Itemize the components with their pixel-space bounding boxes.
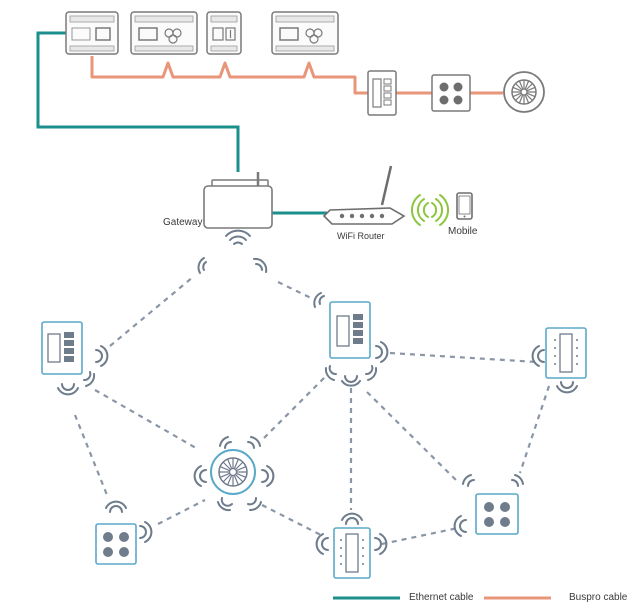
legend-buspro-label: Buspro cable	[569, 592, 628, 603]
mesh-link	[73, 414, 109, 496]
mesh-link	[277, 281, 314, 300]
wireless-signal-icon	[531, 345, 540, 367]
mesh-link	[381, 526, 459, 546]
wireless-signal-icon	[313, 292, 322, 308]
wireless-signal-icon	[139, 525, 147, 539]
wireless-signal-icon	[537, 349, 545, 363]
mesh-link	[366, 391, 460, 484]
wireless-signal-icon	[225, 229, 251, 237]
wireless-signal-icon	[220, 497, 233, 507]
wireless-signal-icon	[105, 500, 127, 509]
wireless-signal-icon	[467, 479, 475, 487]
wireless-signal-icon	[219, 436, 229, 447]
wireless-signal-icon	[61, 383, 75, 391]
wireless-signal-icon	[202, 261, 207, 271]
mesh-links	[73, 276, 551, 546]
wireless-signal-icon	[560, 381, 574, 389]
round-sensor-icon	[503, 71, 545, 113]
wireless-signal-icon	[367, 367, 378, 381]
wireless-signal-icon	[247, 497, 257, 506]
round-sensor-icon	[210, 449, 256, 495]
keypad-panel-icon	[333, 527, 371, 579]
din-rail-module-icon	[130, 11, 198, 55]
mesh-link	[261, 504, 322, 536]
keypad-panel-icon	[367, 70, 397, 116]
wireless-signal-icon	[217, 501, 231, 512]
wireless-signal-icon	[374, 537, 382, 551]
wireless-signal-icon	[266, 465, 275, 487]
four-button-switch-icon	[475, 493, 519, 535]
legend-ethernet-label: Ethernet cable	[409, 592, 474, 603]
gateway-icon	[203, 172, 273, 229]
wireless-signal-icon	[83, 371, 92, 381]
wireless-signal-icon	[375, 345, 383, 359]
wireless-signal-icon	[109, 505, 123, 513]
wireless-signal-icon	[315, 533, 324, 555]
wireless-signal-icon	[341, 512, 363, 521]
wireless-signal-icon	[253, 257, 268, 273]
mobile-label: Mobile	[448, 226, 478, 237]
wireless-signal-icons	[57, 229, 578, 555]
wireless-signal-icon	[453, 515, 462, 537]
keypad-panel-icon	[41, 321, 83, 375]
wireless-signal-icon	[459, 519, 467, 533]
keypad-panel-icon	[329, 301, 371, 359]
keypad-panel-icon	[545, 327, 587, 379]
wireless-signal-icon	[556, 385, 578, 394]
wireless-signal-icon	[197, 257, 205, 274]
wireless-signal-icon	[344, 375, 358, 383]
mobile-phone-icon	[456, 192, 473, 220]
mesh-link	[94, 389, 197, 449]
buspro-cable	[90, 56, 368, 95]
wireless-signal-icon	[255, 263, 263, 271]
wireless-signal-icon	[341, 380, 361, 387]
wireless-signal-icon	[324, 367, 335, 381]
wireless-signal-icon	[199, 469, 207, 483]
mesh-link	[109, 276, 194, 347]
wireless-signal-icon	[144, 521, 153, 543]
wireless-signal-icon	[318, 295, 325, 305]
wireless-signal-icon	[365, 365, 374, 375]
ethernet-cable-gateway	[36, 31, 240, 172]
wireless-signal-icon	[193, 465, 202, 487]
wireless-signal-icon	[57, 387, 79, 396]
wireless-signal-icon	[95, 349, 103, 363]
wireless-signal-icon	[380, 341, 389, 363]
din-rail-module-icon	[271, 11, 339, 55]
wireless-signal-icon	[249, 501, 262, 511]
mesh-link	[518, 385, 551, 474]
mesh-link	[263, 374, 328, 439]
wireless-signal-icon	[247, 441, 255, 449]
wireless-signal-icon	[100, 345, 109, 367]
gateway-label: Gateway	[163, 217, 203, 228]
wireless-signal-icon	[514, 474, 524, 485]
wireless-signal-icon	[250, 436, 261, 447]
four-button-switch-icon	[95, 523, 137, 565]
wireless-signal-icon	[379, 533, 388, 555]
four-button-switch-icon	[431, 74, 471, 112]
wifi-router-icon	[322, 165, 406, 225]
wireless-signal-icon	[321, 537, 329, 551]
din-rail-module-icon	[65, 11, 119, 55]
wifi-router-label: WiFi Router	[337, 231, 385, 241]
wireless-signal-icon	[233, 241, 243, 245]
mesh-link	[389, 351, 538, 364]
wireless-signal-icon	[411, 194, 449, 226]
wireless-signal-icon	[229, 235, 247, 241]
wireless-signal-icon	[261, 469, 269, 483]
wireless-signal-icon	[511, 479, 519, 487]
wireless-signal-icon	[345, 517, 359, 525]
din-rail-module-icon	[206, 11, 242, 55]
wireless-signal-icon	[85, 373, 96, 387]
wireless-signal-icon	[328, 365, 337, 375]
wireless-signal-icon	[462, 474, 472, 485]
mesh-link	[157, 499, 206, 525]
wireless-signal-icon	[224, 441, 232, 449]
